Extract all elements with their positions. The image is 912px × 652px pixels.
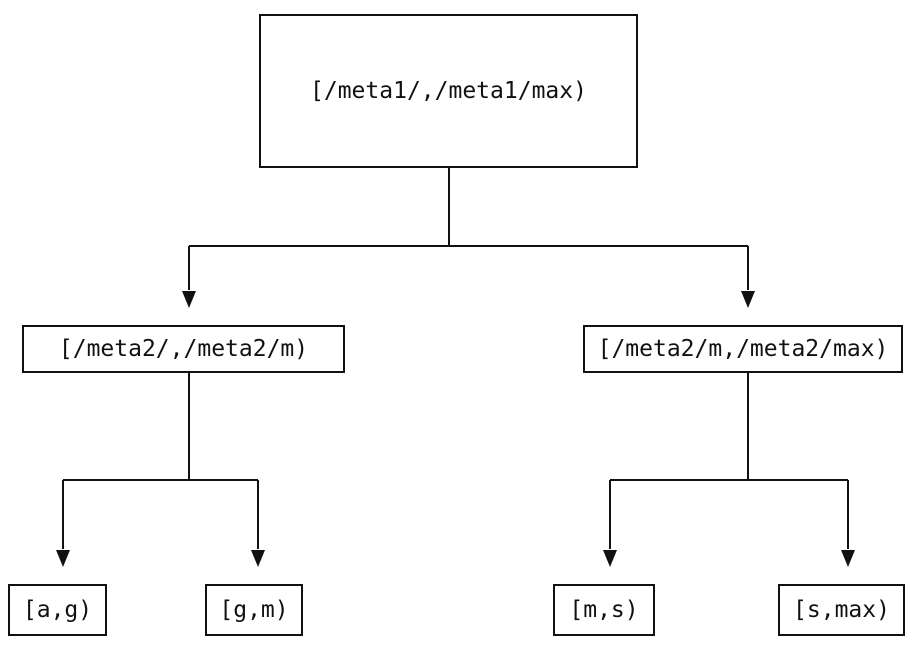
arrowhead-down-icon [603, 550, 617, 567]
arrowhead-down-icon [841, 550, 855, 567]
node-leaf-g-m: [g,m) [205, 584, 303, 636]
node-leaf-a-g: [a,g) [8, 584, 107, 636]
node-root-meta1-range: [/meta1/,/meta1/max) [259, 14, 638, 168]
arrowhead-down-icon [182, 291, 196, 308]
arrowhead-down-icon [251, 550, 265, 567]
node-leaf-s-max: [s,max) [778, 584, 905, 636]
node-meta2-lower-range: [/meta2/,/meta2/m) [22, 325, 345, 373]
node-meta2-upper-range: [/meta2/m,/meta2/max) [583, 325, 903, 373]
arrowhead-down-icon [56, 550, 70, 567]
arrowhead-down-icon [741, 291, 755, 308]
node-leaf-m-s: [m,s) [553, 584, 655, 636]
